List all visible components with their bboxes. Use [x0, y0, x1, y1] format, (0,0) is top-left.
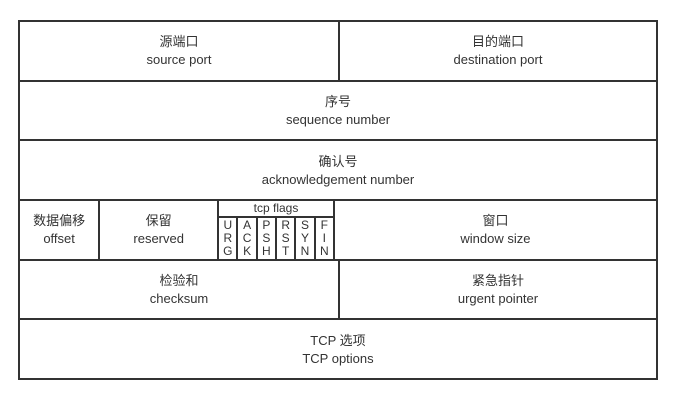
flag-fin: F I N: [313, 218, 333, 259]
source-port-label-en: source port: [146, 52, 212, 68]
tcp-options-label-zh: TCP 选项: [310, 332, 366, 348]
urgent-pointer-label-en: urgent pointer: [457, 291, 539, 307]
row-ports: 源端口 source port 目的端口 destination port: [20, 22, 656, 80]
urgent-pointer-label-zh: 紧急指针: [471, 273, 524, 289]
row-checksum-urgent: 检验和 checksum 紧急指针 urgent pointer: [20, 258, 656, 319]
tcp-options-label-en: TCP options: [302, 350, 374, 366]
field-data-offset: 数据偏移 offset: [20, 201, 98, 259]
window-size-label-zh: 窗口: [482, 213, 509, 229]
field-reserved: 保留 reserved: [98, 201, 217, 259]
row-tcp-options: TCP 选项 TCP options: [20, 318, 656, 378]
reserved-label-en: reserved: [133, 231, 184, 247]
field-destination-port: 目的端口 destination port: [338, 22, 656, 80]
field-tcp-flags: tcp flags U R G A C K P S H R S T S Y N …: [217, 201, 333, 259]
destination-port-label-en: destination port: [453, 52, 543, 68]
flag-ack: A C K: [236, 218, 255, 259]
tcp-flags-header: tcp flags: [219, 201, 333, 219]
data-offset-label-zh: 数据偏移: [33, 213, 86, 229]
row-sequence-number: 序号 sequence number: [20, 79, 656, 140]
row-offset-flags-window: 数据偏移 offset 保留 reserved tcp flags U R G …: [20, 199, 656, 259]
checksum-label-en: checksum: [149, 291, 209, 307]
reserved-label-zh: 保留: [145, 213, 172, 229]
destination-port-label-zh: 目的端口: [471, 34, 524, 50]
row-acknowledgement-number: 确认号 acknowledgement number: [20, 139, 656, 199]
tcp-header-table: 源端口 source port 目的端口 destination port 序号…: [18, 20, 658, 380]
field-acknowledgement-number: 确认号 acknowledgement number: [20, 141, 656, 199]
acknowledgement-number-label-en: acknowledgement number: [261, 171, 415, 187]
field-source-port: 源端口 source port: [20, 22, 338, 80]
acknowledgement-number-label-zh: 确认号: [318, 153, 358, 169]
flag-urg: U R G: [223, 217, 233, 258]
flag-psh: P S H: [255, 218, 275, 259]
field-urgent-pointer: 紧急指针 urgent pointer: [338, 260, 656, 319]
tcp-flags-cells: U R G A C K P S H R S T S Y N F I N: [219, 218, 333, 259]
field-sequence-number: 序号 sequence number: [20, 82, 656, 140]
flag-rst: R S T: [275, 218, 294, 259]
source-port-label-zh: 源端口: [159, 34, 199, 50]
field-tcp-options: TCP 选项 TCP options: [20, 320, 656, 378]
checksum-label-zh: 检验和: [159, 273, 199, 289]
field-window-size: 窗口 window size: [332, 201, 656, 259]
sequence-number-label-en: sequence number: [285, 112, 391, 127]
flag-syn: S Y N: [294, 218, 313, 259]
sequence-number-label-zh: 序号: [324, 94, 351, 109]
field-checksum: 检验和 checksum: [20, 261, 338, 319]
data-offset-label-en: offset: [43, 231, 75, 247]
window-size-label-en: window size: [460, 231, 531, 247]
